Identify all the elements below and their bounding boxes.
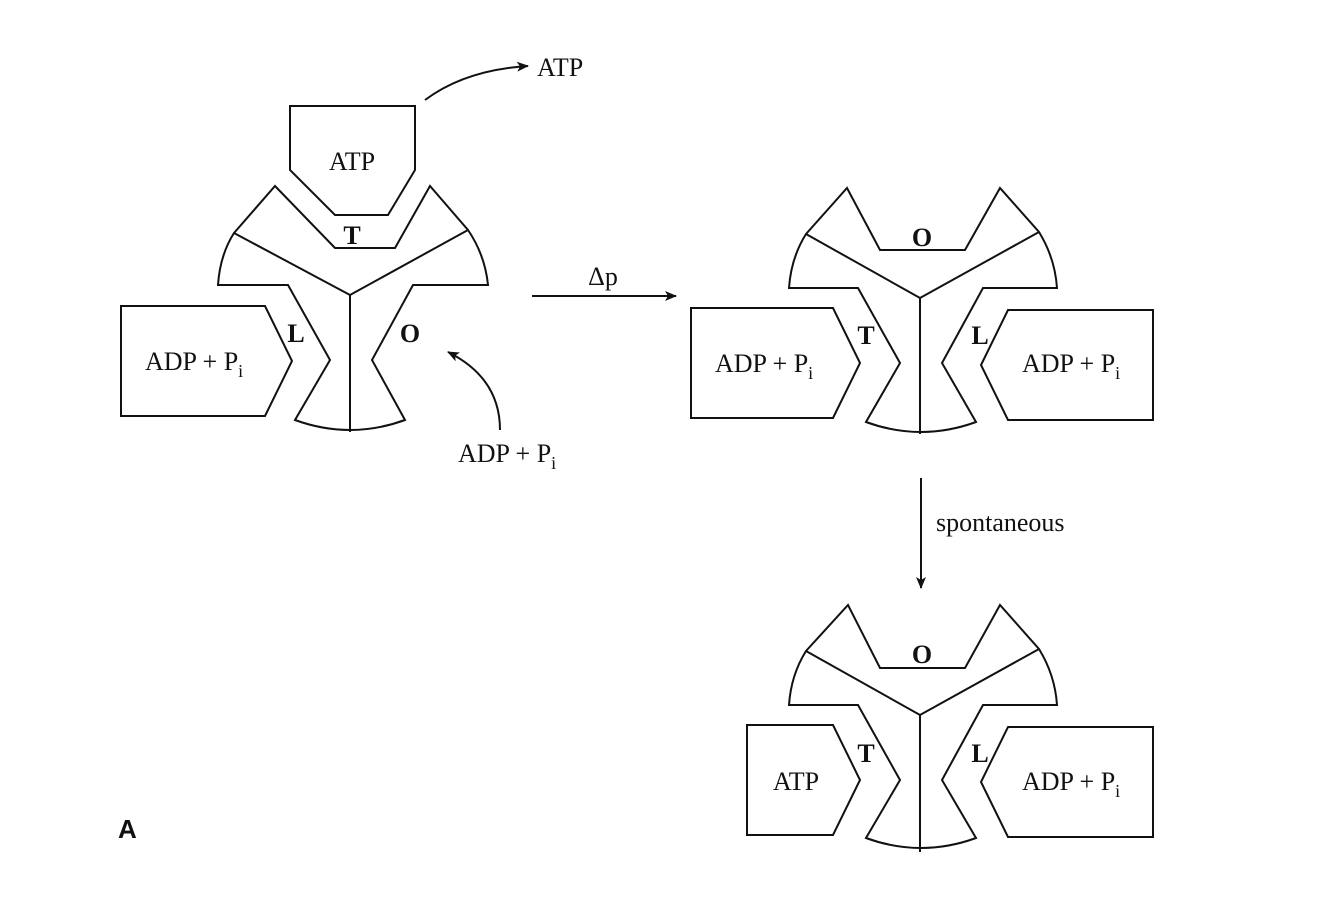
spontaneous-label: spontaneous [936,508,1065,537]
site-l-label: L [971,321,988,350]
adp-pi-label: ADP + Pi [145,347,243,381]
site-o-label: O [400,319,420,348]
site-l-label: L [971,739,988,768]
atp-label: ATP [773,767,819,796]
atp-release-arrow [424,61,529,101]
enzyme-state-2: ADP + Pi ADP + Pi O T L [690,186,1154,434]
adp-pi-label: ADP + Pi [1022,767,1120,801]
site-o-label: O [912,640,932,669]
adp-pi-bound-block-t-site [690,307,862,419]
adp-pi-label: ADP + Pi [1022,349,1120,383]
site-t-label: T [343,221,360,250]
site-l-label: L [287,319,304,348]
spontaneous-step: spontaneous [916,478,1065,589]
delta-p-label: Δp [588,262,618,291]
adp-pi-label: ADP + Pi [715,349,813,383]
released-atp-label: ATP [537,53,583,82]
enzyme-state-1-body [216,184,490,431]
atp-label: ATP [329,147,375,176]
atp-bound-block-t-site [289,105,416,216]
adp-pi-bound-block-l-site [120,305,294,417]
atp-bound-block-t-site [746,724,862,836]
adp-pi-binding-arrow [447,351,501,431]
enzyme-state-3-body [787,603,1059,849]
adp-pi-bound-block-l-site [979,726,1154,838]
adp-pi-bound-block-l-site [979,309,1154,421]
panel-label: A [118,814,137,844]
enzyme-state-1: ATP ADP + Pi T L O ATP ADP + Pi [120,53,583,473]
proton-motive-force-step: Δp [532,262,677,301]
site-o-label: O [912,223,932,252]
site-t-label: T [857,739,874,768]
enzyme-state-2-body [787,186,1059,433]
enzyme-state-3: ATP ADP + Pi O T L [746,603,1154,852]
site-t-label: T [857,321,874,350]
incoming-adp-pi-label: ADP + Pi [458,439,556,473]
